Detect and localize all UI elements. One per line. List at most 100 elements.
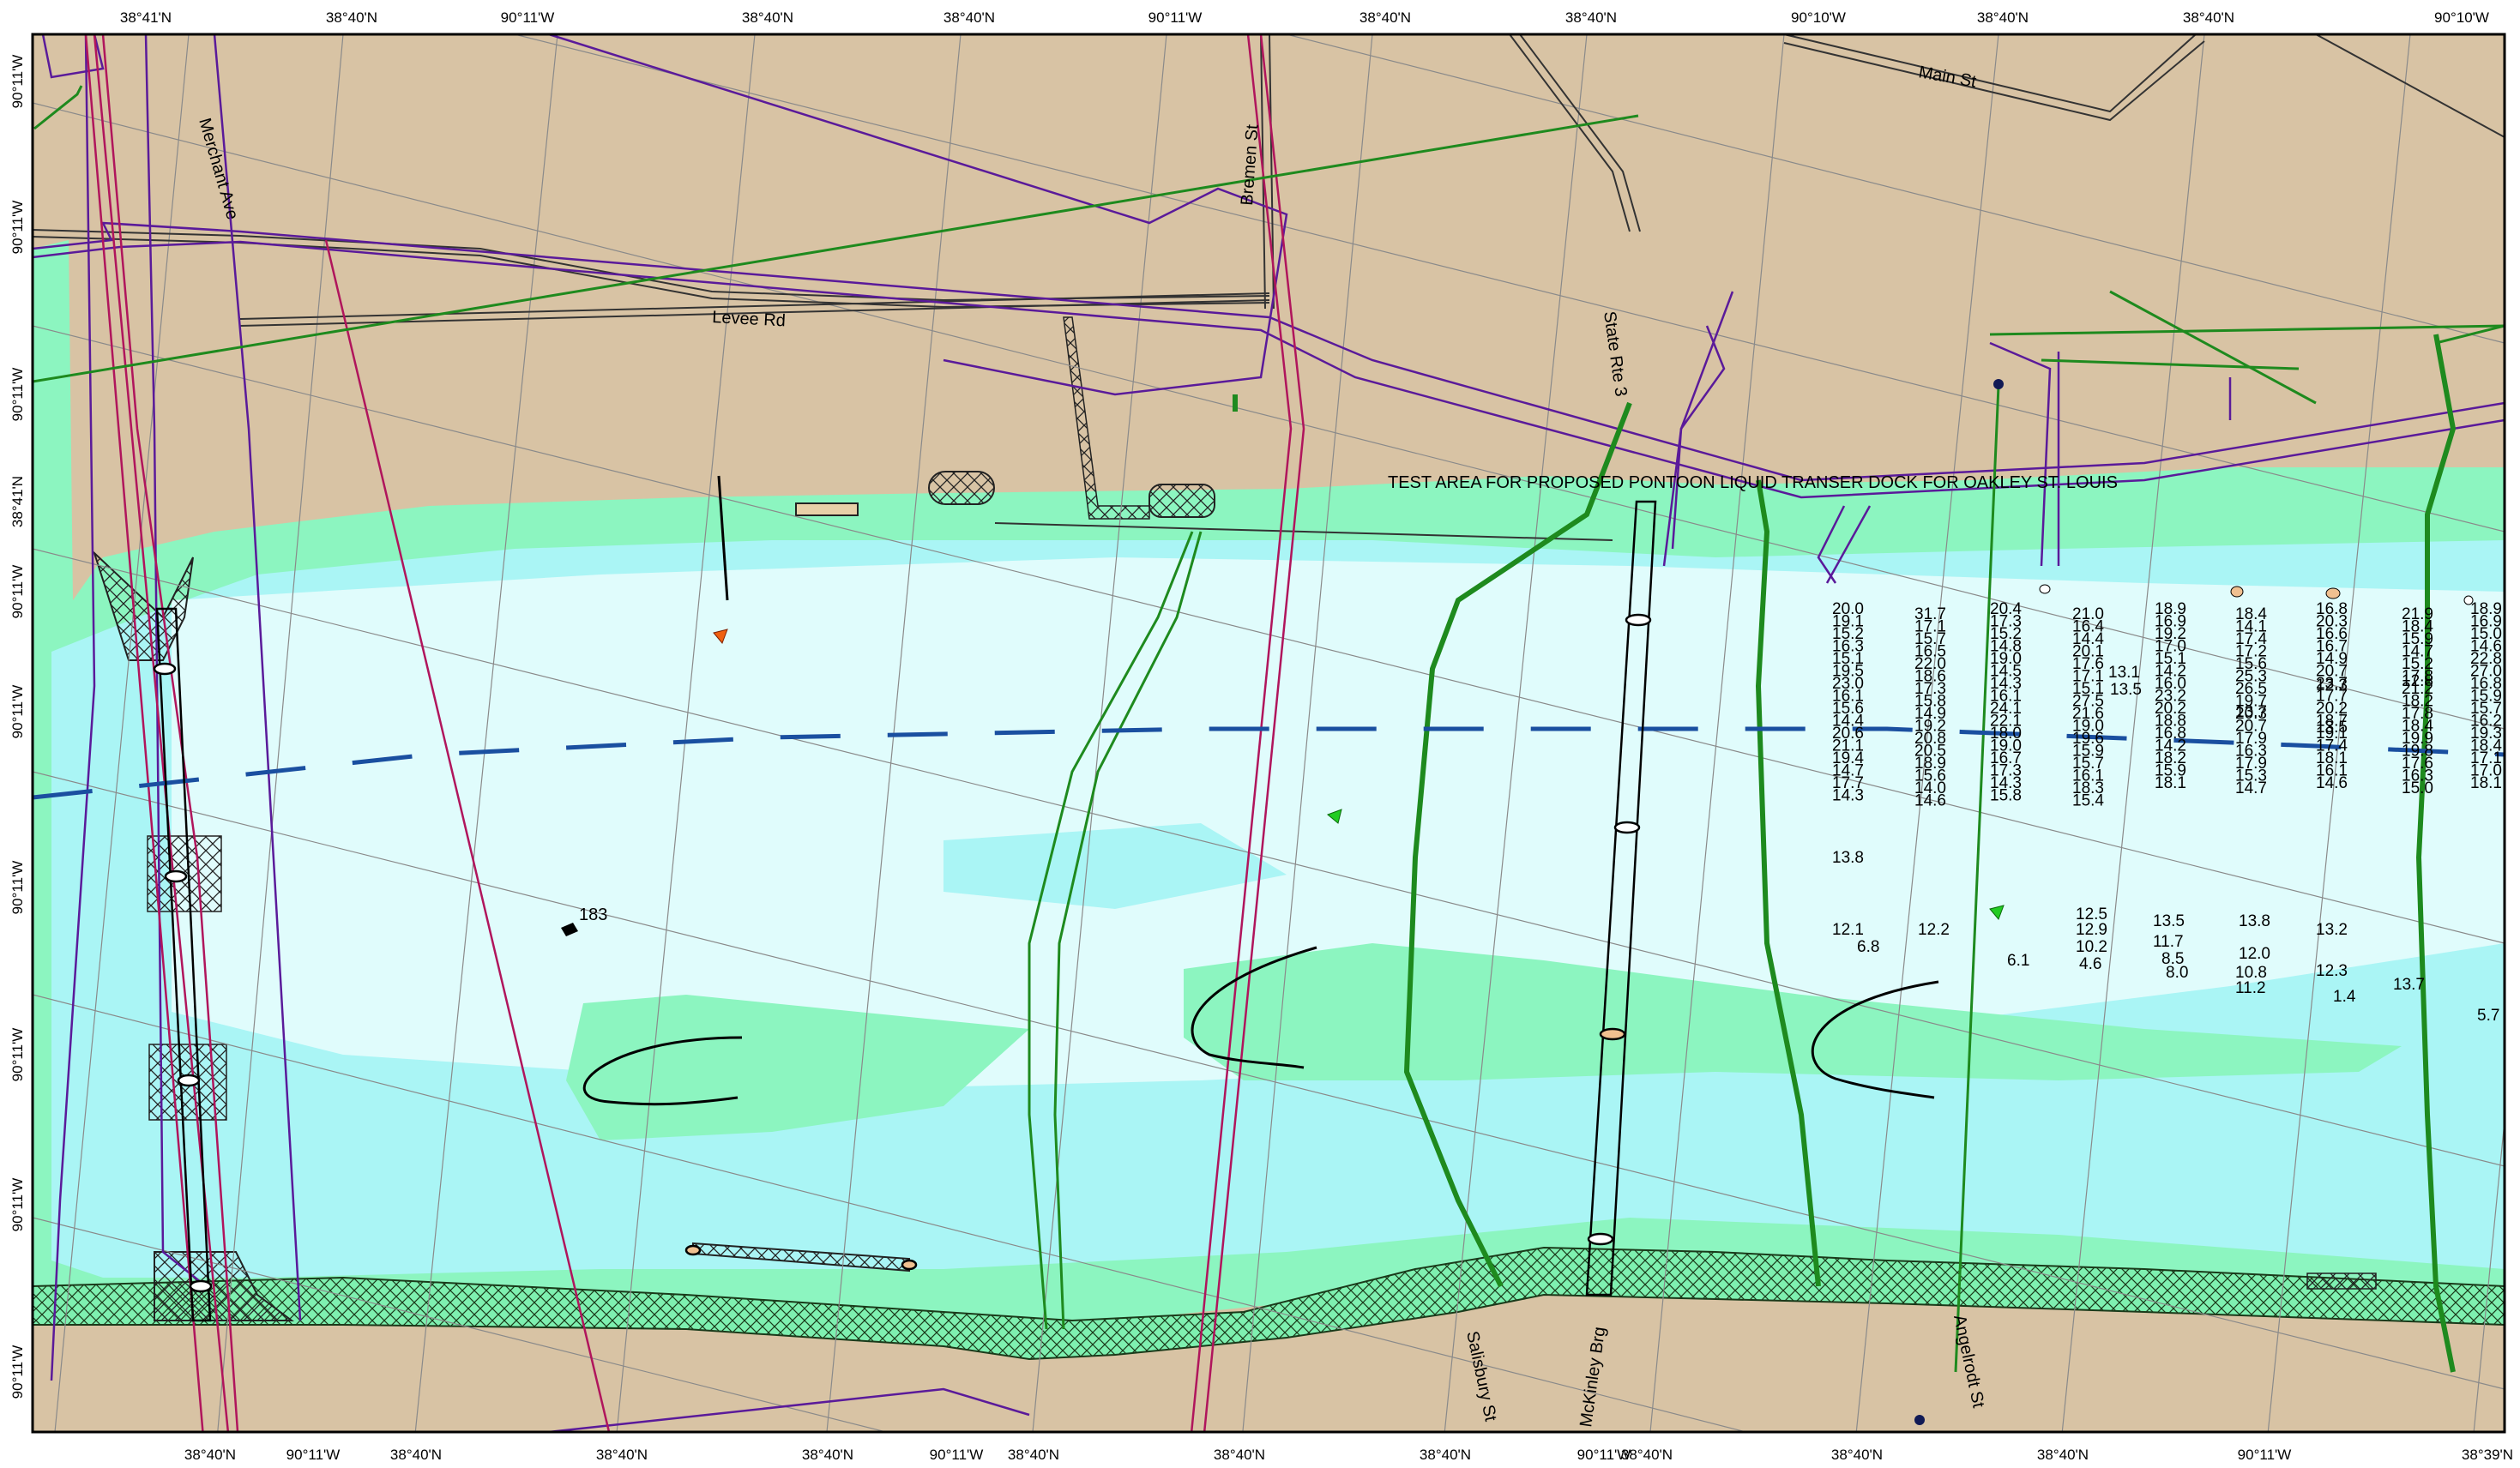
sounding-shoal: 13.5	[2316, 719, 2348, 737]
sounding-shoal: 13.5	[2110, 681, 2142, 699]
sounding: 14.5	[1990, 663, 2022, 681]
sounding: 17.8	[2402, 705, 2433, 723]
coord-label-bottom: 38°40'N	[802, 1447, 853, 1463]
sounding: 15.0	[2470, 625, 2502, 643]
sounding: 31.7	[1914, 605, 1946, 623]
sounding-shallow: 10.2	[2076, 938, 2107, 956]
coord-label-bottom: 38°40'N	[1214, 1447, 1265, 1463]
sounding: 16.3	[2235, 743, 2267, 761]
cables	[33, 85, 2505, 1373]
sounding: 15.8	[1914, 693, 1946, 711]
sounding: 27.0	[2470, 663, 2502, 681]
sounding-danger: 8.5	[2161, 950, 2184, 968]
sounding: 16.8	[2316, 600, 2348, 618]
dredge-marks	[582, 475, 1939, 1106]
coord-label-bottom: 38°40'N	[1621, 1447, 1673, 1463]
coord-label-left: 90°11'W	[9, 565, 26, 619]
bridges	[153, 500, 1657, 1322]
sounding: 17.0	[2155, 638, 2186, 656]
coord-label-top: 38°40'N	[326, 9, 377, 26]
buoy-green	[1989, 905, 2005, 920]
sounding-danger: 8.0	[2166, 964, 2188, 982]
coord-label-top: 90°10'W	[2434, 9, 2489, 26]
sounding: 16.1	[2072, 767, 2104, 785]
structure	[1063, 316, 1150, 520]
sounding: 14.2	[2155, 737, 2186, 755]
sounding-shallow: 11.2	[2235, 979, 2266, 997]
sounding: 15.8	[1990, 787, 2022, 805]
sounding: 21.1	[1832, 737, 1864, 755]
sounding: 14.9	[2316, 650, 2348, 668]
sounding: 20.7	[2235, 718, 2267, 736]
sounding-danger: 6.1	[2007, 952, 2029, 970]
buoy-orange	[713, 629, 728, 644]
sounding: 18.0	[1990, 725, 2022, 743]
sounding-shoal: 12.0	[2239, 945, 2270, 963]
cables-double	[1028, 531, 1203, 1330]
sounding: 17.3	[1990, 762, 2022, 780]
sounding: 15.6	[1914, 767, 1946, 785]
coord-label-top: 90°10'W	[1791, 9, 1846, 26]
depth-label: 183	[579, 905, 607, 924]
sounding-danger: 4.6	[2079, 955, 2101, 973]
sounding-shallow: 11.7	[2153, 933, 2184, 951]
sounding-danger: 5.7	[2477, 1007, 2499, 1025]
cables-heavy	[1233, 334, 2457, 1373]
structure	[1148, 484, 1215, 518]
sounding: 19.1	[2316, 725, 2348, 743]
shoal	[943, 823, 1287, 909]
sounding: 14.7	[2235, 779, 2267, 797]
coord-label-bottom: 38°40'N	[596, 1447, 648, 1463]
coord-label-top: 38°41'N	[120, 9, 172, 26]
sounding: 19.9	[2402, 730, 2433, 748]
sounding: 14.4	[2072, 630, 2104, 648]
coord-label-left: 90°11'W	[9, 1345, 26, 1399]
coord-label-bottom: 90°11'W	[1577, 1447, 1631, 1463]
sounding-shoal: 12.8	[2402, 672, 2433, 690]
sounding: 14.3	[1990, 675, 2022, 693]
sounding-danger: 6.8	[1857, 938, 1879, 956]
sounding-shoal: 13.7	[2393, 976, 2425, 994]
sounding: 17.4	[2316, 737, 2348, 755]
sounding: 15.7	[1914, 630, 1946, 648]
sounding: 16.3	[2402, 767, 2433, 785]
coord-label-bottom: 38°40'N	[2037, 1447, 2089, 1463]
sounding: 14.3	[1832, 787, 1864, 805]
sounding: 17.1	[2072, 668, 2104, 686]
sounding-shoal: 12.9	[2076, 921, 2107, 939]
sounding: 20.6	[1832, 725, 1864, 743]
coord-label-left: 90°11'W	[9, 685, 26, 739]
sounding: 20.8	[1914, 730, 1946, 748]
sounding: 17.0	[2470, 762, 2502, 780]
sounding: 14.6	[1914, 792, 1946, 810]
pier-box	[795, 502, 859, 516]
sounding: 21.9	[2402, 605, 2433, 623]
sounding: 24.1	[1990, 700, 2022, 718]
sounding: 15.9	[2155, 762, 2186, 780]
coord-label-bottom: 90°11'W	[2238, 1447, 2292, 1463]
sounding: 15.9	[2470, 688, 2502, 706]
chart-title: TEST AREA FOR PROPOSED PONTOON LIQUID TR…	[1388, 473, 2118, 492]
sounding: 15.6	[2235, 655, 2267, 673]
sounding: 15.2	[1832, 625, 1864, 643]
structure	[2306, 1272, 2377, 1290]
sounding: 16.5	[1914, 643, 1946, 661]
coord-label-bottom: 38°40'N	[1420, 1447, 1471, 1463]
sounding: 19.2	[2155, 625, 2186, 643]
map-border	[31, 33, 2506, 1434]
coord-label-left: 90°11'W	[9, 1028, 26, 1082]
coord-label-left: 90°11'W	[9, 368, 26, 422]
sounding: 19.0	[2072, 718, 2104, 736]
shoal	[1184, 943, 2402, 1080]
sounding: 16.9	[2470, 613, 2502, 631]
sounding-shoal: 13.2	[2316, 921, 2348, 939]
sounding: 15.6	[1832, 700, 1864, 718]
coord-label-left: 90°11'W	[9, 861, 26, 915]
sounding-shoal: 12.3	[2316, 962, 2348, 980]
sounding: 18.6	[1914, 668, 1946, 686]
coord-label-top: 38°40'N	[2183, 9, 2234, 26]
sounding: 17.7	[1832, 774, 1864, 792]
mooring	[2325, 587, 2341, 599]
sounding: 14.1	[2235, 618, 2267, 636]
sounding: 14.4	[1832, 713, 1864, 731]
